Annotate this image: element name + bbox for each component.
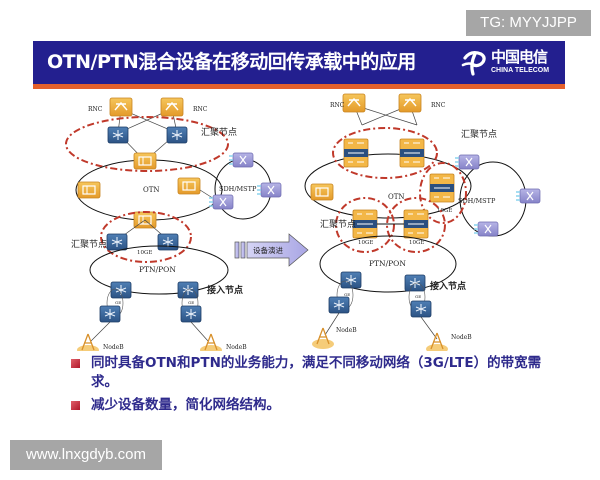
sdh-label: SDH/MSTP bbox=[458, 197, 496, 205]
watermark-top: TG: MYYJJPP bbox=[466, 10, 591, 36]
nodeb-label: NodeB bbox=[103, 344, 124, 351]
aggregation-node-label: 汇聚节点 bbox=[201, 127, 237, 138]
aggregation-dashed-ring bbox=[100, 211, 192, 263]
bullet-item: 同时具备OTN和PTN的业务能力，满足不同移动网络（3G/LTE）的带宽需求。 bbox=[71, 354, 551, 392]
bullet-text: 减少设备数量，简化网络结构。 bbox=[91, 397, 280, 413]
rnc-label: RNC bbox=[193, 106, 208, 113]
ptn-ring bbox=[89, 245, 229, 295]
aggregation-dashed-ring bbox=[65, 116, 229, 172]
link-10ge-label: 10GE bbox=[137, 250, 152, 256]
accent-strip bbox=[33, 84, 565, 89]
bullet-list: 同时具备OTN和PTN的业务能力，满足不同移动网络（3G/LTE）的带宽需求。 … bbox=[71, 354, 551, 419]
link-10ge-label: 10GE bbox=[358, 240, 373, 246]
ge-label: GE bbox=[115, 300, 121, 305]
nodeb-label: NodeB bbox=[226, 344, 247, 351]
bullet-square-icon bbox=[71, 401, 80, 410]
ge-label: GE bbox=[188, 300, 194, 305]
aggregation-node-label: 汇聚节点 bbox=[320, 219, 356, 230]
aggregation-dashed-ring bbox=[419, 162, 467, 224]
ptn-ring bbox=[319, 235, 457, 293]
ptn-label: PTN/PON bbox=[139, 265, 176, 274]
china-telecom-logo: 中国电信 CHINA TELECOM bbox=[461, 45, 561, 81]
ge-label: GE bbox=[344, 292, 350, 297]
title-bar: OTN/PTN混合设备在移动回传承载中的应用 中国电信 CHINA TELECO… bbox=[33, 41, 565, 84]
network-diagram: RNC RNC 汇聚节点 OTN SDH/MSTP bbox=[65, 93, 541, 351]
slide-title: OTN/PTN混合设备在移动回传承载中的应用 bbox=[47, 51, 416, 73]
bullet-square-icon bbox=[71, 359, 80, 368]
access-node-label: 接入节点 bbox=[207, 284, 243, 296]
aggregation-node-label: 汇聚节点 bbox=[71, 239, 107, 250]
right-diagram: RNC RNC 汇聚节点 OTN 10GE SDH/MSTP bbox=[304, 93, 541, 351]
evolution-arrow: 设备演进 bbox=[234, 233, 309, 267]
ptn-label: PTN/PON bbox=[369, 259, 406, 268]
aggregation-dashed-ring bbox=[335, 197, 395, 253]
aggregation-dashed-ring bbox=[332, 127, 438, 179]
china-telecom-logo-icon bbox=[461, 51, 486, 76]
bullet-item: 减少设备数量，简化网络结构。 bbox=[71, 396, 551, 415]
access-node-label: 接入节点 bbox=[430, 280, 466, 292]
otn-label: OTN bbox=[143, 186, 160, 194]
rnc-label: RNC bbox=[431, 102, 446, 109]
sdh-label: SDH/MSTP bbox=[219, 185, 257, 193]
nodeb-label: NodeB bbox=[336, 327, 357, 334]
left-diagram: RNC RNC 汇聚节点 OTN SDH/MSTP bbox=[65, 97, 282, 351]
bullet-text: 同时具备OTN和PTN的业务能力，满足不同移动网络（3G/LTE）的带宽需求。 bbox=[91, 355, 542, 390]
slide: OTN/PTN混合设备在移动回传承载中的应用 中国电信 CHINA TELECO… bbox=[33, 41, 565, 431]
rnc-label: RNC bbox=[330, 102, 345, 109]
logo-english: CHINA TELECOM bbox=[491, 67, 550, 74]
ge-label: GE bbox=[415, 294, 421, 299]
logo-chinese: 中国电信 bbox=[491, 48, 548, 66]
otn-label: OTN bbox=[388, 193, 405, 201]
link-10ge-label: 10GE bbox=[409, 240, 424, 246]
watermark-bottom: www.lnxgdyb.com bbox=[10, 440, 162, 470]
evolution-arrow-label: 设备演进 bbox=[253, 245, 283, 255]
nodeb-label: NodeB bbox=[451, 334, 472, 341]
link-10ge-label: 10GE bbox=[437, 208, 452, 214]
aggregation-dashed-ring bbox=[386, 197, 446, 253]
aggregation-node-label: 汇聚节点 bbox=[461, 129, 497, 140]
rnc-label: RNC bbox=[88, 106, 103, 113]
